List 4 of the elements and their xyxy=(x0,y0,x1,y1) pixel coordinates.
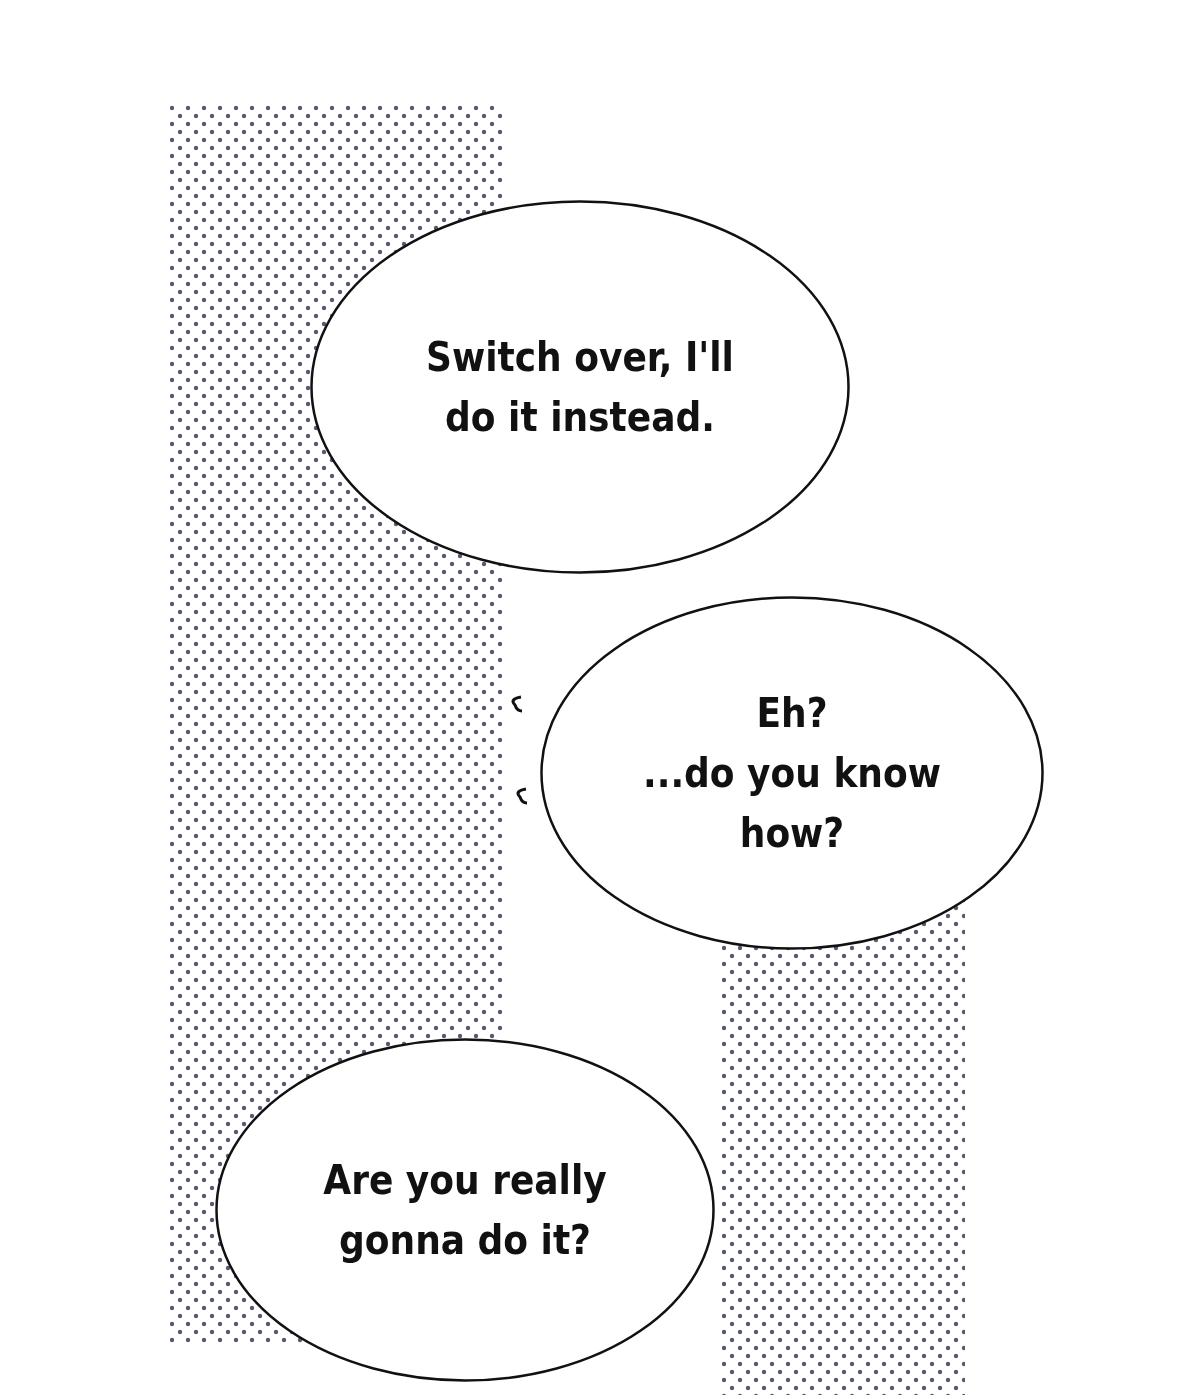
bubble-text: Eh? xyxy=(756,689,828,738)
bubble-text: ...do you know how? xyxy=(642,749,942,858)
bubble-text: Switch over, I'll do it instead. xyxy=(425,333,735,442)
bubble-text: Are you really gonna do it? xyxy=(322,1156,608,1265)
